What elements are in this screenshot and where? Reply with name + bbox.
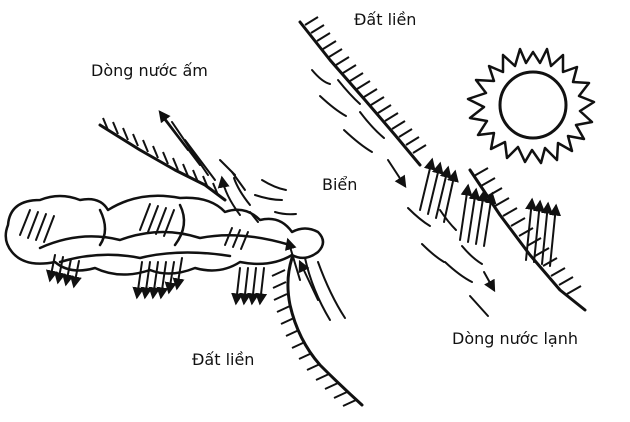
- label-warm-current: Dòng nước ấm: [91, 61, 208, 80]
- coastline-top-right: [300, 17, 426, 165]
- coastline-left-upper: [100, 118, 225, 200]
- label-cold-current: Dòng nước lạnh: [452, 329, 578, 348]
- rain-arrows: [50, 255, 264, 303]
- label-sea: Biển: [322, 175, 357, 194]
- label-land-top: Đất liền: [354, 10, 416, 29]
- upward-arrows-right: [420, 160, 556, 266]
- label-land-bottom: Đất liền: [192, 350, 254, 369]
- sun-icon: [468, 49, 594, 163]
- landmass-bottom-left: [272, 240, 362, 406]
